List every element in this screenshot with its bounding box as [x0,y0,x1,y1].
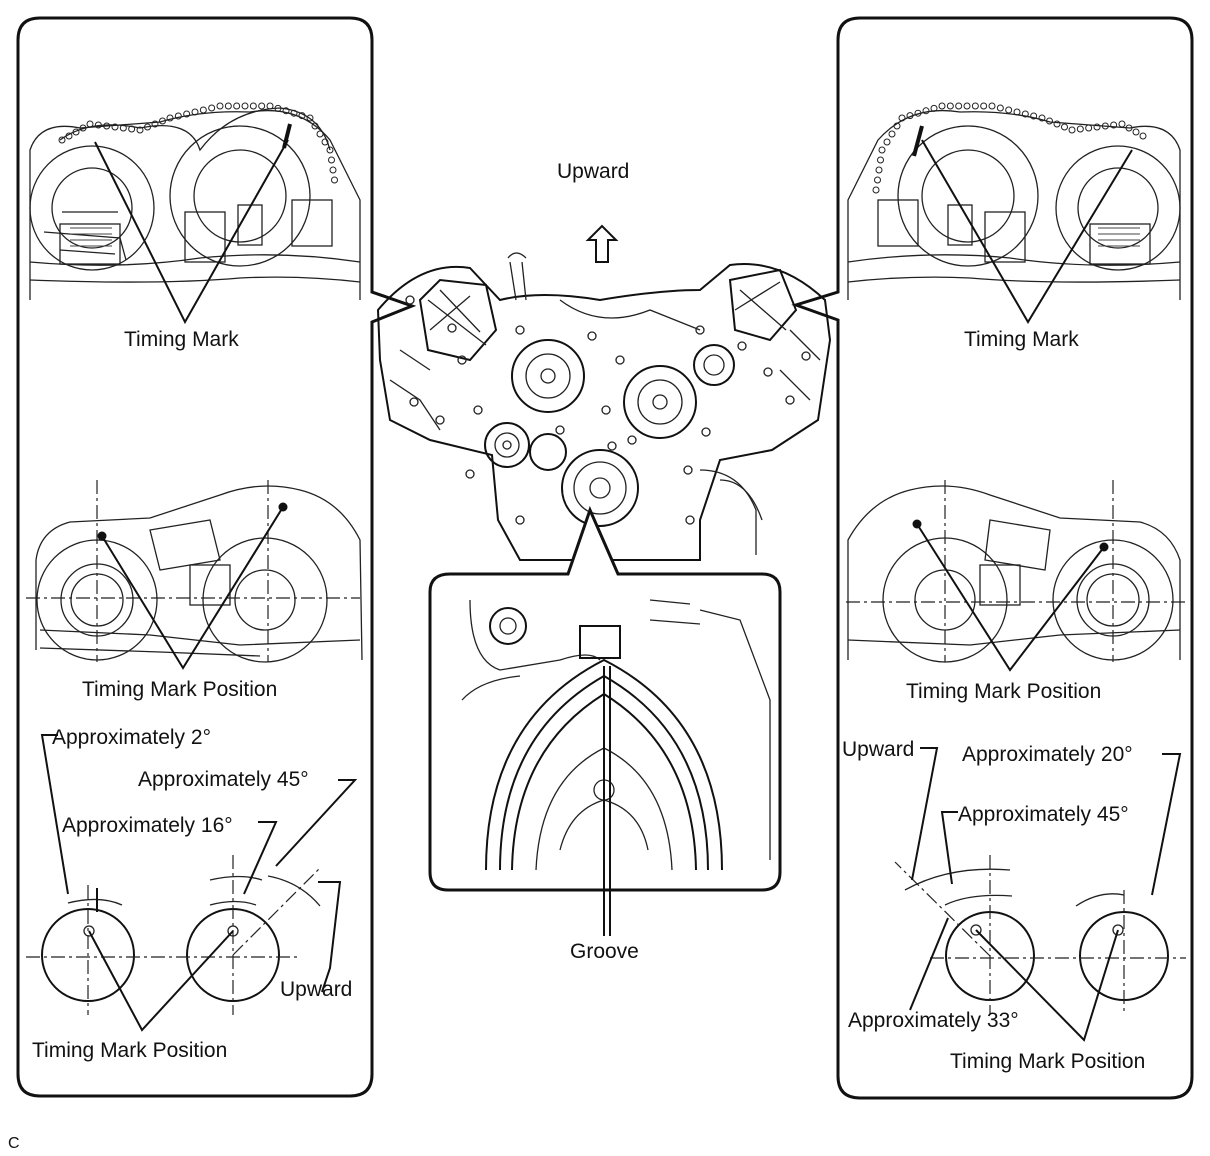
right-timing-mark-leader [921,139,1133,324]
left-panel: Timing Mark Timing Mark Position [16,16,417,1098]
left-sprocket-position-drawing [26,480,363,663]
right-angle-schematic [894,747,1186,1042]
left-timing-mark-leader [94,139,289,325]
left-approx-45-label: Approximately 45° [138,768,309,791]
left-timing-mark-position-bottom-label: Timing Mark Position [32,1039,227,1062]
crankshaft-pulley-callout [428,505,782,936]
right-approx-45-label: Approximately 45° [958,803,1129,826]
right-approx-20-label: Approximately 20° [962,743,1133,766]
right-timing-mark-position-mid-label: Timing Mark Position [906,680,1101,703]
right-timing-mark-label: Timing Mark [964,328,1079,351]
left-timing-mark-position-leader [101,506,284,670]
right-timing-mark-position-bottom-label: Timing Mark Position [950,1050,1145,1073]
groove-label: Groove [570,940,639,963]
right-sprocket-position-drawing [846,480,1186,663]
left-timing-mark-position-mid-label: Timing Mark Position [82,678,277,701]
right-panel: Timing Mark Timing Mark Position [791,16,1194,1100]
left-approx-2-label: Approximately 2° [52,726,211,749]
left-approx-16-label: Approximately 16° [62,814,233,837]
right-approx-33-label: Approximately 33° [848,1009,1019,1032]
upward-top-label: Upward [557,160,629,183]
left-angle-schematic [26,734,358,1032]
left-timing-mark-label: Timing Mark [124,328,239,351]
left-upward-label: Upward [280,978,352,1001]
right-timing-chain [872,102,1147,194]
left-camshaft-sprockets-drawing [29,107,361,300]
left-timing-chain [58,102,338,184]
engine-front-view [376,224,832,561]
right-upward-label: Upward [842,738,914,761]
right-camshaft-sprockets-drawing [847,109,1181,300]
right-timing-mark-position-leader [916,523,1105,672]
corner-code: C [8,1135,20,1152]
